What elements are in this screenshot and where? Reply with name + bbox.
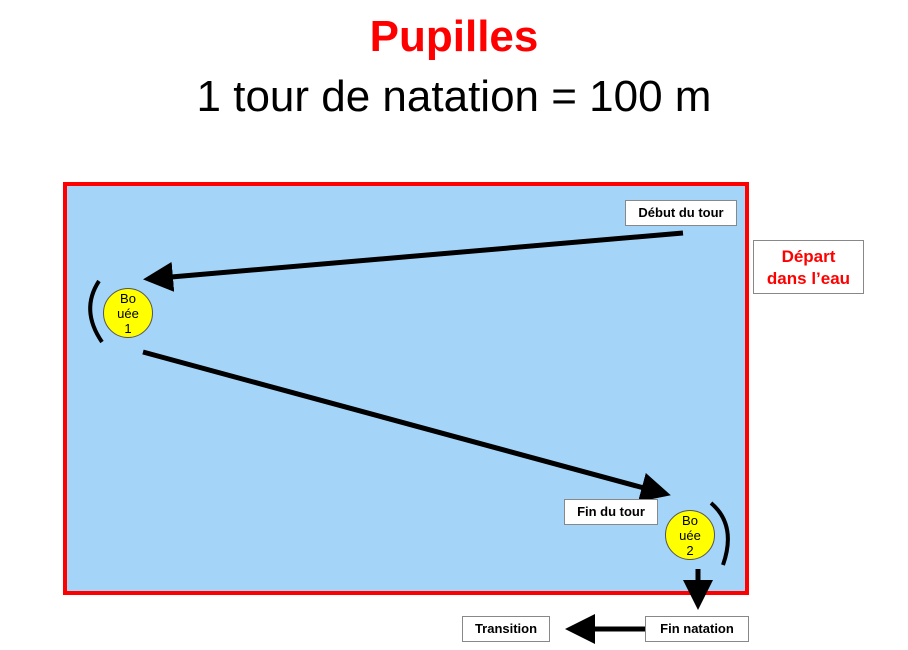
subtitle: 1 tour de natation = 100 m — [196, 72, 712, 121]
arrow-to-buoy-2 — [142, 349, 671, 502]
buoy-1-turn-arc — [88, 279, 104, 344]
buoy-2-turn-arc — [709, 501, 730, 566]
end-label: Fin du tour — [564, 499, 658, 525]
title: Pupilles — [369, 12, 539, 61]
arrow-to-buoy-1 — [143, 230, 684, 292]
start-label: Début du tour — [625, 200, 737, 226]
swim-area — [63, 182, 749, 595]
finish-label: Fin natation — [645, 616, 749, 642]
transition-label: Transition — [462, 616, 550, 642]
